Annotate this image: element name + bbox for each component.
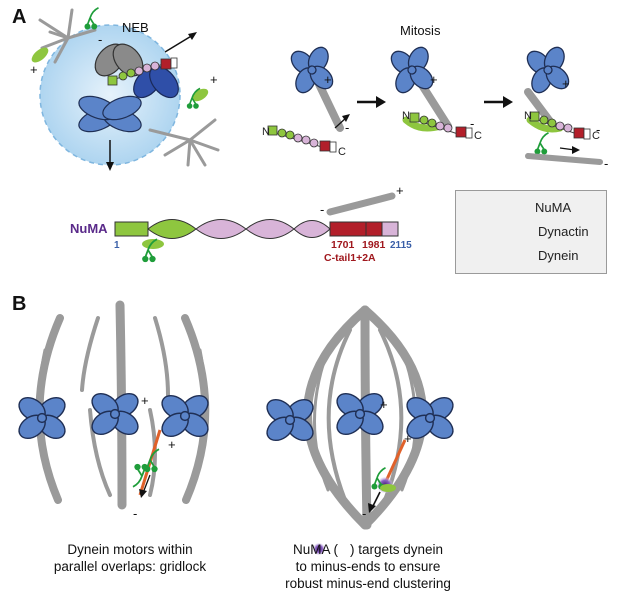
numa-cluster-minus-end (368, 439, 407, 513)
panel-label-a: A (12, 6, 27, 28)
legend-box: NuMA Dynactin Dynein (455, 190, 607, 274)
chromosome-blue (78, 95, 142, 133)
aster-top-left (38, 8, 97, 64)
legend-dynactin-label: Dynactin (538, 224, 589, 239)
plus-end-marker: + (324, 72, 332, 87)
arrow-outward-top (164, 32, 197, 53)
plus-end-marker: + (404, 431, 412, 446)
mitosis-label: Mitosis (400, 23, 441, 38)
arrow-step-1-to-2 (357, 96, 386, 108)
dynein-top (83, 6, 100, 31)
minus-end-marker: - (604, 156, 609, 171)
caption-left-line-2: parallel overlaps: gridlock (53, 559, 207, 574)
caption-right: NuMA ( ) targets dynein to minus-ends to … (248, 541, 488, 592)
legend-numa-label: NuMA (535, 200, 572, 215)
aster-bottom-right (148, 118, 220, 167)
dynein-gridlock (132, 429, 162, 498)
minus-end-marker: - (596, 122, 601, 137)
plus-end-marker: + (430, 72, 438, 87)
legend-dynein-label: Dynein (538, 248, 579, 263)
caption-right-line-2: to minus-ends to ensure (295, 559, 441, 574)
caption-right-1b: ) targets dynein (349, 542, 444, 557)
minus-end-marker: - (470, 116, 475, 131)
plus-end-marker: + (562, 76, 570, 91)
centrosome-b-left-2 (86, 388, 144, 440)
mitosis-step-2 (384, 40, 473, 139)
minus-end-marker: - (133, 506, 138, 521)
plus-end-marker: + (141, 393, 149, 408)
arrow-step-2-to-3 (484, 96, 513, 108)
numa-pos-1: 1 (114, 240, 120, 251)
panel-label-b: B (12, 293, 27, 315)
chromosome-gray (94, 43, 144, 77)
numa-tail-label: C-tail1+2A (324, 252, 376, 264)
minus-end-marker: - (320, 202, 325, 217)
neb-label: NEB (122, 20, 149, 35)
minus-end-marker: - (98, 32, 103, 47)
c-terminus-label: C (474, 130, 482, 142)
plus-end-marker: + (168, 437, 176, 452)
mitosis-step-3 (520, 40, 603, 165)
n-terminus-label: N (262, 126, 270, 138)
c-terminus-label: C (592, 130, 600, 142)
numa-pos-1701: 1701 (331, 239, 355, 251)
mitosis-step-1 (267, 40, 350, 153)
dynactin-left (31, 47, 49, 63)
numa-pos-1981: 1981 (362, 239, 386, 251)
caption-right-1a: NuMA ( (292, 542, 338, 557)
caption-right-line-1: NuMA ( ) targets dynein (248, 541, 488, 558)
minus-end-marker: - (362, 506, 367, 521)
numa-pos-2115: 2115 (390, 240, 412, 251)
caption-right-line-3: robust minus-end clustering (285, 576, 451, 591)
n-terminus-label: N (402, 110, 410, 122)
numa-domain-map (114, 192, 399, 264)
plus-end-marker: + (210, 72, 218, 87)
c-terminus-label: C (338, 146, 346, 158)
plus-end-marker: + (380, 397, 388, 412)
numa-chain-nucleus (107, 57, 178, 86)
plus-end-marker: + (396, 183, 404, 198)
caption-left-line-1: Dynein motors within (67, 542, 193, 557)
plus-end-marker: + (30, 62, 38, 77)
minus-end-marker: - (345, 120, 350, 135)
numa-map-label: NuMA (70, 221, 108, 236)
arrow-outward-bottom (106, 140, 114, 171)
n-terminus-label: N (524, 110, 532, 122)
caption-left: Dynein motors within parallel overlaps: … (20, 541, 240, 575)
caption-numa-dot (313, 543, 325, 555)
dynein-right (186, 87, 209, 110)
